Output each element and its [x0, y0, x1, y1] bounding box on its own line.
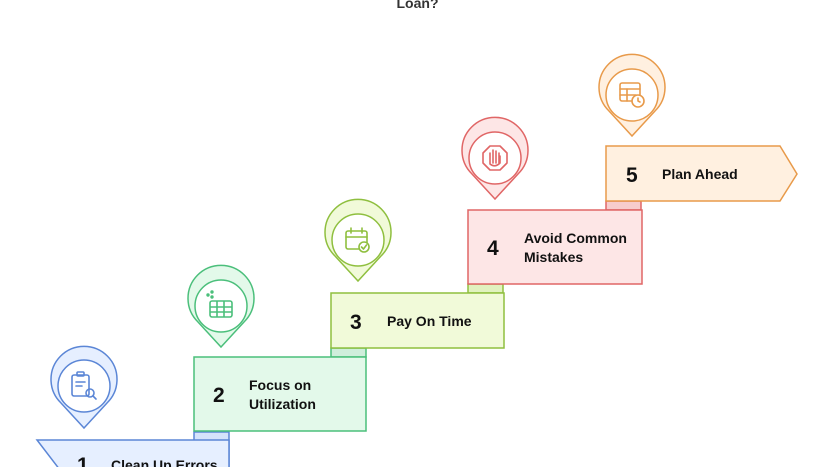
spreadsheet-grid-icon [206, 290, 233, 318]
step-3-fold [467, 283, 504, 294]
step-1-label: Clean Up Errors [111, 457, 218, 467]
step-5: 5 Plan Ahead [598, 53, 798, 202]
step-5-box [605, 145, 798, 202]
calendar-check-icon [345, 227, 370, 253]
diagram-title: Loan? [396, 0, 439, 11]
step-2-label-line-2: Utilization [249, 396, 316, 412]
step-3-pin [324, 198, 392, 283]
step-1-pin [50, 345, 118, 430]
step-1-box [35, 439, 230, 467]
step-5-label: Plan Ahead [662, 166, 738, 182]
step-3: 3 Pay On Time [324, 198, 505, 349]
step-5-pin [598, 53, 666, 138]
calendar-clock-icon [619, 82, 645, 108]
step-2-number: 2 [213, 384, 225, 407]
step-1: 1 Clean Up Errors [35, 345, 230, 467]
step-5-number: 5 [626, 164, 638, 187]
stop-hand-icon [482, 145, 508, 171]
document-search-icon [71, 371, 97, 400]
step-2-label-line-1: Focus on [249, 377, 311, 393]
step-4-label-line-2: Mistakes [524, 249, 583, 265]
step-3-number: 3 [350, 311, 362, 334]
step-4-box [467, 209, 643, 285]
step-2: 2 Focus on Utilization [187, 264, 367, 432]
step-4-label-line-1: Avoid Common [524, 230, 627, 246]
step-1-number: 1 [77, 454, 89, 467]
step-2-fold [330, 347, 367, 358]
step-2-box [193, 356, 367, 432]
step-2-pin [187, 264, 255, 349]
step-4-pin [461, 116, 529, 201]
step-4-fold [605, 200, 642, 211]
step-3-box [330, 292, 505, 349]
step-4-number: 4 [487, 237, 499, 260]
step-3-label: Pay On Time [387, 313, 472, 329]
step-4: 4 Avoid Common Mistakes [461, 116, 643, 285]
